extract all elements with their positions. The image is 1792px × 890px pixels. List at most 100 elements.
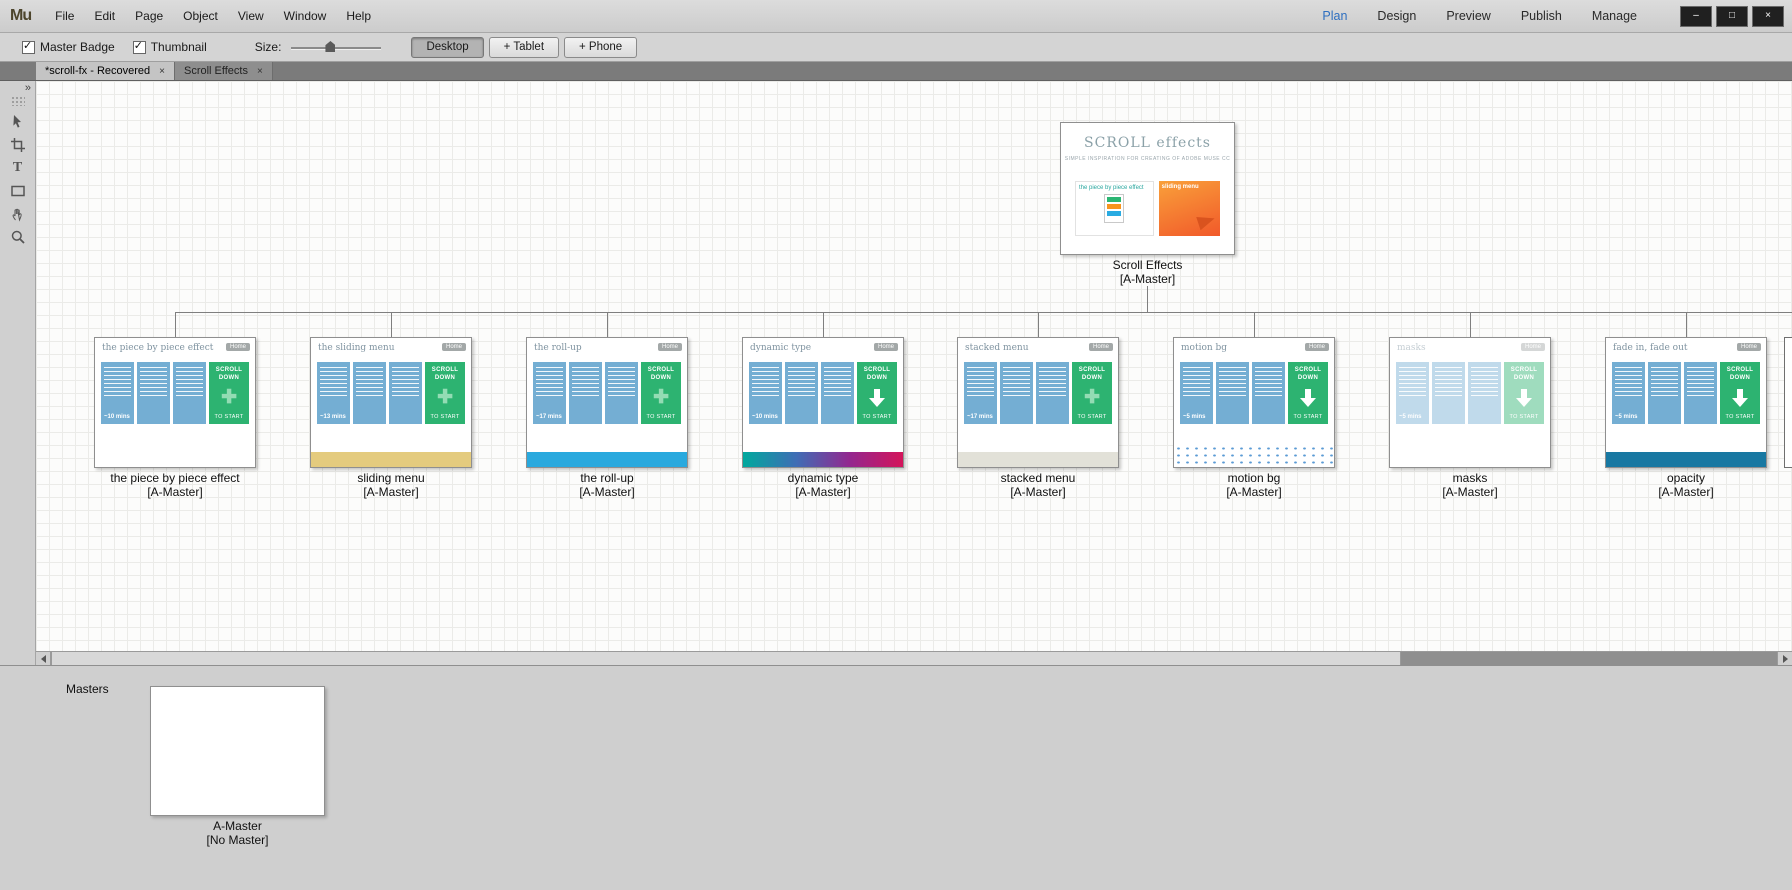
page-title[interactable]: stacked menu [1000, 471, 1076, 485]
layout-button-desktop[interactable]: Desktop [411, 36, 484, 58]
text-lines-placeholder [536, 367, 564, 397]
scroll-marker-icon [869, 389, 886, 408]
selection-tool-icon[interactable] [8, 112, 28, 132]
zoom-tool-icon[interactable] [8, 227, 28, 247]
page-node-opacity[interactable]: fade in, fade out Home ~5 mins SCROLL DO… [1605, 337, 1767, 499]
plan-canvas[interactable]: SCROLL effects SIMPLE INSPIRATION FOR CR… [36, 81, 1792, 665]
text-lines-placeholder [1471, 367, 1499, 397]
size-slider[interactable] [291, 40, 382, 54]
page-title[interactable]: dynamic type [787, 471, 859, 485]
page-thumbnail[interactable]: dynamic type Home ~10 mins SCROLL DOWN T… [742, 337, 904, 468]
page-thumbnail[interactable]: the roll-up Home ~17 mins SCROLL DOWN TO… [526, 337, 688, 468]
mode-design[interactable]: Design [1377, 9, 1417, 23]
scroll-panel: SCROLL DOWN TO START [425, 362, 466, 424]
scroll-marker-icon [1516, 389, 1533, 408]
page-thumbnail-clipped[interactable] [1784, 337, 1792, 468]
page-title[interactable]: opacity [1666, 471, 1706, 485]
menu-edit[interactable]: Edit [94, 9, 116, 23]
scroll-down-label: SCROLL DOWN [431, 367, 459, 382]
rectangle-tool-icon[interactable] [8, 181, 28, 201]
scroll-panel: SCROLL DOWN TO START [1288, 362, 1329, 424]
scroll-panel: SCROLL DOWN TO START [857, 362, 898, 424]
master-title[interactable]: A-Master [213, 819, 262, 833]
size-control: Size: [255, 40, 382, 54]
page-node-the-roll-up[interactable]: the roll-up Home ~17 mins SCROLL DOWN TO… [526, 337, 688, 499]
tree-connector [1470, 312, 1471, 337]
page-thumbnail[interactable]: SCROLL effects SIMPLE INSPIRATION FOR CR… [1060, 122, 1235, 255]
page-node-the-piece-by-piece-effect[interactable]: the piece by piece effect Home ~10 mins … [94, 337, 256, 499]
page-title[interactable]: the piece by piece effect [110, 471, 240, 485]
page-master: [A-Master] [1658, 485, 1714, 499]
page-node-motion-bg[interactable]: motion bg Home ~5 mins SCROLL DOWN TO ST… [1173, 337, 1335, 499]
checkbox-icon[interactable] [22, 39, 35, 54]
scroll-down-label: SCROLL DOWN [1078, 367, 1106, 382]
scrollbar-track[interactable] [1401, 652, 1777, 665]
page-node-dynamic-type[interactable]: dynamic type Home ~10 mins SCROLL DOWN T… [742, 337, 904, 499]
page-title[interactable]: motion bg [1227, 471, 1281, 485]
checkbox-master-badge[interactable]: Master Badge [22, 39, 115, 54]
page-title[interactable]: masks [1452, 471, 1488, 485]
layout-button-tablet[interactable]: + Tablet [488, 36, 560, 58]
page-title[interactable]: the roll-up [580, 471, 634, 485]
read-time: ~13 mins [320, 414, 346, 420]
checkbox-icon[interactable] [132, 39, 146, 54]
menu-object[interactable]: Object [183, 9, 218, 23]
layout-button-phone[interactable]: + Phone [564, 36, 638, 58]
home-badge: Home [1088, 343, 1113, 351]
tab-scroll-effects[interactable]: Scroll Effects × [174, 62, 273, 80]
mode-preview[interactable]: Preview [1446, 9, 1491, 23]
hand-tool-icon[interactable] [8, 204, 28, 224]
menu-file[interactable]: File [55, 9, 75, 23]
text-panel [353, 362, 387, 424]
page-thumbnail[interactable]: stacked menu Home ~17 mins SCROLL DOWN T… [957, 337, 1119, 468]
to-start-label: TO START [1293, 414, 1323, 420]
mode-plan[interactable]: Plan [1322, 9, 1348, 23]
scroll-left-arrow-icon[interactable] [36, 652, 51, 665]
page-thumbnail[interactable]: masks Home ~5 mins SCROLL DOWN TO START [1389, 337, 1551, 468]
home-badge: Home [1520, 343, 1545, 351]
read-time: ~17 mins [536, 414, 562, 420]
scrollbar-thumb[interactable] [51, 652, 1401, 665]
panel-grip-icon[interactable] [10, 96, 25, 106]
minimize-icon[interactable]: – [1680, 5, 1712, 27]
to-start-label: TO START [1509, 414, 1539, 420]
menu-help[interactable]: Help [346, 9, 372, 23]
slider-handle-icon[interactable] [325, 41, 336, 52]
checkbox-thumbnail[interactable]: Thumbnail [132, 39, 207, 54]
page-thumbnail[interactable]: fade in, fade out Home ~5 mins SCROLL DO… [1605, 337, 1767, 468]
mode-publish[interactable]: Publish [1520, 9, 1562, 23]
page-accent-strip [743, 452, 903, 467]
master-thumbnail[interactable] [150, 686, 325, 816]
mode-manage[interactable]: Manage [1591, 9, 1637, 23]
page-thumbnail[interactable]: the sliding menu Home ~13 mins SCROLL DO… [310, 337, 472, 468]
page-node-scroll-effects[interactable]: SCROLL effects SIMPLE INSPIRATION FOR CR… [1060, 122, 1235, 286]
master-node-a-master[interactable]: A-Master [No Master] [150, 686, 325, 847]
text-lines-placeholder [104, 367, 132, 397]
panel-expand-icon[interactable]: » [24, 82, 31, 94]
scroll-marker-icon [653, 388, 669, 408]
text-panel: ~5 mins [1612, 362, 1646, 424]
text-lines-placeholder [1255, 367, 1283, 397]
tool-strip: » T [0, 81, 36, 665]
page-title[interactable]: Scroll Effects [1112, 258, 1183, 272]
close-icon[interactable]: × [1752, 5, 1784, 27]
page-node-sliding-menu[interactable]: the sliding menu Home ~13 mins SCROLL DO… [310, 337, 472, 499]
menu-view[interactable]: View [237, 9, 264, 23]
page-node-masks[interactable]: masks Home ~5 mins SCROLL DOWN TO START [1389, 337, 1551, 499]
text-tool-icon[interactable]: T [12, 160, 23, 175]
crop-tool-icon[interactable] [8, 135, 28, 155]
page-title[interactable]: sliding menu [357, 471, 425, 485]
menu-page[interactable]: Page [135, 9, 164, 23]
maximize-icon[interactable]: □ [1716, 5, 1748, 27]
menu-window[interactable]: Window [283, 9, 327, 23]
tab-scroll-fx-recovered[interactable]: *scroll-fx - Recovered × [36, 62, 175, 80]
horizontal-scrollbar[interactable] [36, 651, 1792, 665]
page-thumbnail[interactable]: motion bg Home ~5 mins SCROLL DOWN TO ST… [1173, 337, 1335, 468]
page-node-stacked-menu[interactable]: stacked menu Home ~17 mins SCROLL DOWN T… [957, 337, 1119, 499]
tab-close-icon[interactable]: × [159, 65, 165, 77]
text-lines-placeholder [967, 367, 995, 397]
scroll-right-arrow-icon[interactable] [1777, 652, 1792, 665]
thumb-content: ~17 mins SCROLL DOWN TO START [533, 362, 682, 424]
page-thumbnail[interactable]: the piece by piece effect Home ~10 mins … [94, 337, 256, 468]
tab-close-icon[interactable]: × [256, 65, 263, 77]
